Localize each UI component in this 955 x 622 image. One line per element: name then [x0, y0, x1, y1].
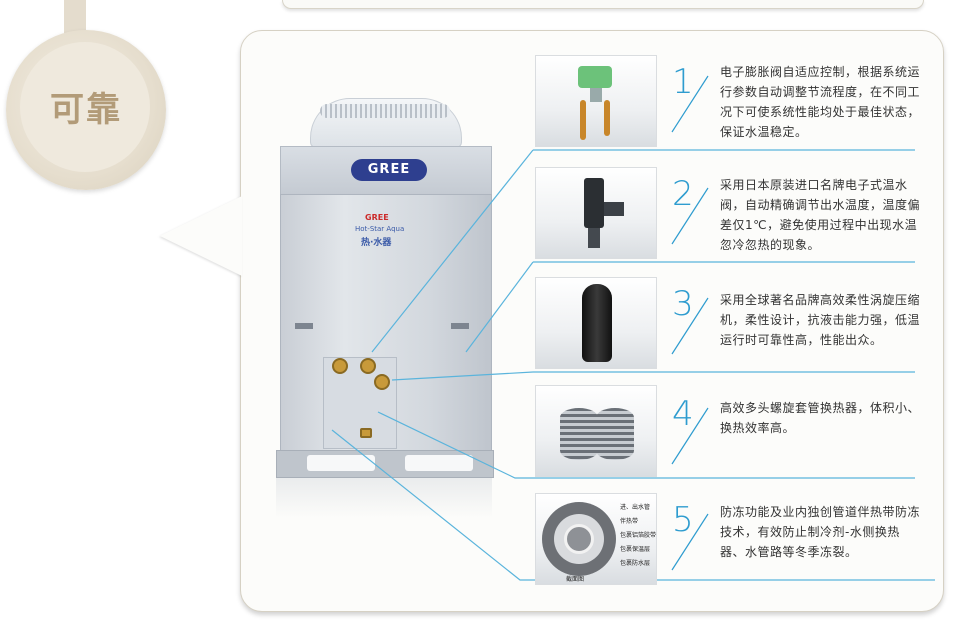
feature-description: 电子膨胀阀自适应控制，根据系统运行参数自动调整节流程度，在不同工况下可使系统性能…	[720, 65, 921, 139]
slash-icon	[671, 75, 709, 133]
copper-pipe	[604, 100, 610, 136]
feature-description: 防冻功能及业内独创管道伴热带防冻技术，有效防止制冷剂-水侧换热器、水管路等冬季冻…	[720, 505, 921, 559]
connector-line-1	[371, 149, 534, 353]
pipe-port	[332, 358, 348, 374]
copper-pipe	[580, 100, 586, 140]
card-pointer	[160, 196, 242, 276]
valve-neck	[590, 88, 602, 102]
heat-pump-unit: GREE GREE Hot-Star Aqua 热·水器	[276, 98, 494, 478]
valve-side	[604, 202, 624, 216]
coil-right	[596, 408, 634, 460]
side-vent-left	[295, 323, 313, 329]
cross-label: 包裹保温层	[620, 546, 651, 553]
feature-image-compressor	[535, 277, 657, 369]
side-vent-right	[451, 323, 469, 329]
reliability-badge	[6, 30, 166, 190]
pipe-connection-panel	[323, 357, 397, 449]
cross-section-inner	[564, 524, 594, 554]
feature-number: 4	[672, 394, 694, 434]
cross-label: 包裹防水层	[620, 560, 651, 567]
feature-description: 采用全球著名品牌高效柔性涡旋压缩机，柔性设计，抗液击能力强，低温运行时可靠性高，…	[720, 293, 921, 347]
connector-line-3	[391, 371, 534, 381]
body-logo-brand: GREE	[365, 213, 389, 222]
body-logo-series: Hot-Star Aqua	[355, 225, 405, 233]
slash-icon	[671, 297, 709, 355]
slash-icon	[671, 513, 709, 571]
feature-number: 5	[672, 500, 694, 540]
connector-line-2	[465, 261, 534, 353]
feature-number: 3	[672, 284, 694, 324]
cross-label: 截面图	[566, 576, 585, 583]
drain-port	[360, 428, 372, 438]
cross-label: 伴热带	[620, 518, 639, 525]
cross-label: 包裹铝箔胶带	[620, 532, 657, 539]
unit-head-panel: GREE	[280, 146, 492, 196]
unit-body-panel: GREE Hot-Star Aqua 热·水器	[280, 194, 492, 452]
valve-bottom	[588, 228, 600, 248]
base-foot	[405, 455, 473, 471]
feature-description: 采用日本原装进口名牌电子式温水阀，自动精确调节出水温度，温度偏差仅1℃，避免使用…	[720, 178, 921, 252]
brand-plate: GREE	[351, 159, 427, 181]
valve-coil	[578, 66, 612, 88]
coil-left	[560, 408, 598, 460]
badge-label: 可靠	[50, 90, 122, 130]
pipe-port	[360, 358, 376, 374]
badge-inner-circle	[20, 42, 150, 172]
body-logo-cn: 热·水器	[361, 238, 392, 248]
connector-line-4	[377, 411, 533, 479]
base-foot	[307, 455, 375, 471]
feature-number: 2	[672, 174, 694, 214]
pipe-port	[374, 374, 390, 390]
valve-body	[584, 178, 604, 228]
feature-image-pipe-cross-section: 进、出水管 伴热带 包裹铝箔胶带 包裹保温层 包裹防水层 截面图	[535, 493, 657, 585]
slash-icon	[671, 187, 709, 245]
feature-image-heat-exchanger	[535, 385, 657, 477]
feature-image-thermostatic-valve	[535, 167, 657, 259]
connector-line-5	[331, 429, 935, 581]
slash-icon	[671, 407, 709, 465]
feature-description: 高效多头螺旋套管换热器，体积小、换热效率高。	[720, 401, 921, 435]
unit-base	[276, 450, 494, 478]
feature-image-expansion-valve	[535, 55, 657, 147]
feature-number: 1	[672, 62, 694, 102]
compressor-shell	[582, 284, 612, 362]
cross-label: 进、出水管	[620, 504, 651, 511]
unit-reflection	[276, 478, 492, 518]
fan-grill	[320, 104, 450, 118]
